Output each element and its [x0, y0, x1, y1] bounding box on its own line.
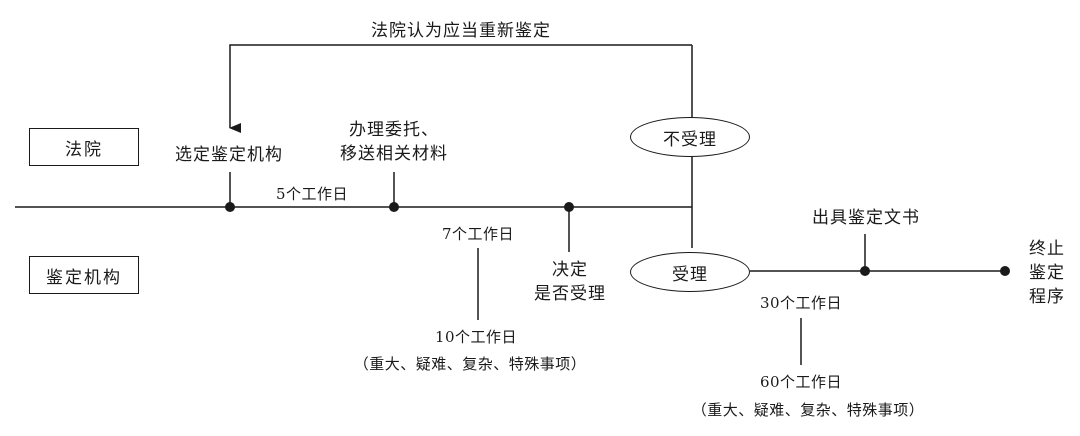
entrust-label-line2: 移送相关材料 [340, 144, 448, 164]
lane-court: 法院 [29, 128, 139, 166]
terminate-label-line3: 程序 [1029, 287, 1065, 307]
ten-days-label: 10个工作日 [434, 328, 518, 346]
terminate-label-line1: 终止 [1029, 239, 1065, 259]
lane-agency: 鉴定机构 [29, 256, 139, 294]
decide-dot [564, 202, 574, 212]
entrust-dot [389, 202, 399, 212]
lane-agency-label: 鉴定机构 [46, 267, 122, 288]
redo-label: 法院认为应当重新鉴定 [371, 21, 551, 41]
ten-days-note: （重大、疑难、复杂、特殊事项） [353, 355, 587, 373]
accept-decision-label: 受理 [672, 264, 708, 285]
issue-document-label: 出具鉴定文书 [812, 208, 920, 228]
entrust-label-line1: 办理委托、 [349, 120, 439, 140]
decide-label-line2: 是否受理 [534, 284, 606, 304]
terminate-label-line2: 鉴定 [1029, 263, 1065, 283]
select-agency-label: 选定鉴定机构 [175, 145, 283, 165]
lane-court-label: 法院 [65, 139, 103, 160]
sixty-days-note: （重大、疑难、复杂、特殊事项） [691, 401, 925, 419]
select-dot [225, 202, 235, 212]
accept-decision: 受理 [630, 252, 750, 292]
redo-loop-arrow [229, 44, 692, 133]
thirty-days-label: 30个工作日 [759, 294, 843, 312]
issue-dot [860, 266, 870, 276]
five-days-label: 5个工作日 [275, 185, 349, 203]
terminate-dot [1000, 266, 1010, 276]
seven-days-label: 7个工作日 [441, 225, 515, 243]
reject-decision-label: 不受理 [663, 129, 717, 150]
decide-label-line1: 决定 [552, 260, 588, 280]
sixty-days-label: 60个工作日 [759, 373, 843, 391]
reject-decision: 不受理 [630, 117, 750, 157]
